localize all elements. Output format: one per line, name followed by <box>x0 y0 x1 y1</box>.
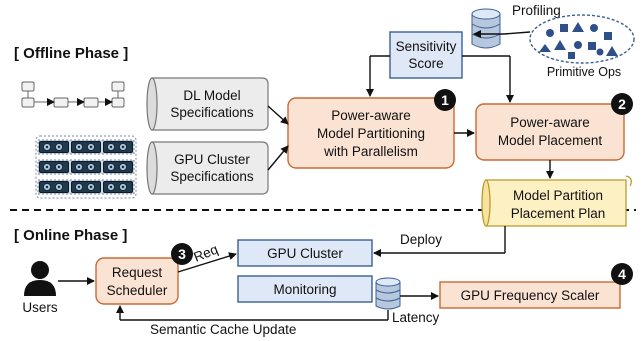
semantic-cache-update-label: Semantic Cache Update <box>150 322 296 337</box>
gpu-cluster-box <box>237 239 373 267</box>
partitioning-line1: Power-aware <box>331 108 411 123</box>
users-label: Users <box>22 300 58 315</box>
step-badge-1-text: 1 <box>441 92 449 108</box>
profiling-label: Profiling <box>512 3 561 18</box>
step-badge-3 <box>171 243 193 265</box>
primitive-ops-label: Primitive Ops <box>547 65 621 79</box>
sensitivity-score-box <box>389 31 463 79</box>
flow-arrows <box>58 30 554 321</box>
gpu-cluster-spec-line2: Specifications <box>170 169 254 184</box>
gpu-cluster-icon <box>35 135 137 199</box>
sensitivity-line1: Sensitivity <box>396 39 457 54</box>
step-badge-2 <box>611 93 633 115</box>
placement-line1: Power-aware <box>510 115 590 130</box>
sensitivity-line2: Score <box>408 56 443 71</box>
step-badge-4 <box>611 263 633 285</box>
step-badge-2-text: 2 <box>618 96 626 112</box>
request-scheduler-line1: Request <box>112 265 163 280</box>
request-scheduler-box <box>95 257 179 305</box>
req-edge-label: Req <box>192 242 221 265</box>
gpu-cluster-label: GPU Cluster <box>267 246 343 261</box>
gpu-frequency-scaler-box <box>439 281 621 309</box>
partition-placement-plan-scroll: Model Partition Placement Plan <box>481 175 632 227</box>
step-badge-1 <box>434 89 456 111</box>
model-placement-box <box>475 103 625 161</box>
gpu-cluster-spec-line1: GPU Cluster <box>174 152 250 167</box>
step-badge-3-text: 3 <box>178 246 186 262</box>
monitoring-label: Monitoring <box>273 282 336 297</box>
online-phase-title: [ Online Phase ] <box>14 227 127 244</box>
gpu-cluster-spec-scroll: GPU Cluster Specifications <box>146 141 269 195</box>
dl-model-spec-line2: Specifications <box>170 105 254 120</box>
plan-line2: Placement Plan <box>511 206 606 221</box>
primitive-ops-cloud <box>529 14 635 64</box>
monitoring-box <box>237 275 373 303</box>
latency-edge-label: Latency <box>392 310 440 325</box>
plan-line1: Model Partition <box>513 188 603 203</box>
request-scheduler-line2: Scheduler <box>107 283 168 298</box>
profiling-database-icon <box>471 8 501 49</box>
partitioning-line2: Model Partitioning <box>317 126 425 141</box>
dl-model-graph-icon <box>21 81 125 108</box>
monitoring-database-icon <box>375 277 401 310</box>
gpu-frequency-scaler-label: GPU Frequency Scaler <box>461 288 600 303</box>
step-badge-4-text: 4 <box>618 266 626 282</box>
partitioning-line3: with Parallelism <box>323 144 418 159</box>
placement-line2: Model Placement <box>498 133 603 148</box>
offline-phase-title: [ Offline Phase ] <box>14 45 128 62</box>
deploy-edge-label: Deploy <box>400 232 442 247</box>
dl-model-spec-line1: DL Model <box>183 88 240 103</box>
user-icon <box>24 261 56 296</box>
dl-model-spec-scroll: DL Model Specifications <box>146 77 269 131</box>
